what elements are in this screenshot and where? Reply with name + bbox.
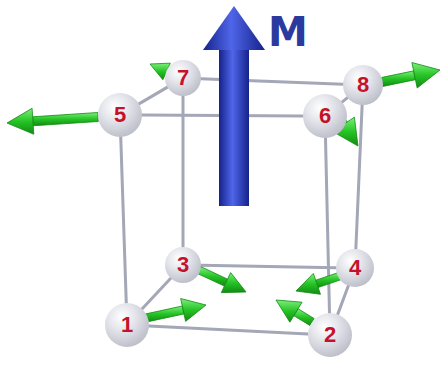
cube-edge [121,137,127,303]
cube-edge [356,105,362,249]
atom-sphere: 3 [165,247,201,283]
spin-head [412,63,440,88]
atom-sphere: 7 [165,60,201,96]
atom-sphere: 2 [308,313,352,357]
cube-edge [182,96,185,247]
site-number: 2 [324,324,336,346]
spin-arrows [7,63,440,326]
site-number: 7 [177,67,189,89]
cube-edge [342,98,347,102]
cube-edge [142,278,171,309]
atom-sphere: 4 [336,249,374,287]
atom-sphere: 6 [303,94,347,138]
site-number: 1 [121,314,133,336]
spin-head [296,273,320,294]
spin-arrow [296,272,341,294]
spin-head [276,300,302,322]
spin-shaft [145,306,184,322]
magnetization-shaft [219,48,249,206]
spin-arrow [145,299,206,322]
magnetization-arrow [203,6,265,206]
site-number: 3 [177,254,189,276]
cube-edge [326,138,330,313]
atom-sphere: 8 [343,65,383,105]
site-number: 5 [114,104,126,126]
site-number: 6 [319,105,331,127]
magnetization-label: M [268,12,308,52]
spin-shaft [381,71,415,87]
spin-head [7,108,34,134]
cube-edge [139,87,168,104]
magnetization-head [203,6,265,50]
site-number: 8 [357,74,369,96]
cube-edge [201,265,336,267]
cube-edge [338,286,349,315]
spin-head [181,299,206,322]
spin-head [221,273,246,293]
spin-shaft [33,113,99,126]
cube-edge [149,326,308,334]
site-number: 4 [349,257,361,279]
spin-arrow [381,63,440,88]
spin-shaft [197,267,227,287]
spin-arrow [7,108,98,134]
spin-arrow [276,300,314,325]
atom-sphere: 1 [105,303,149,347]
spin-arrow [197,267,246,293]
atom-sphere: 5 [98,93,142,137]
